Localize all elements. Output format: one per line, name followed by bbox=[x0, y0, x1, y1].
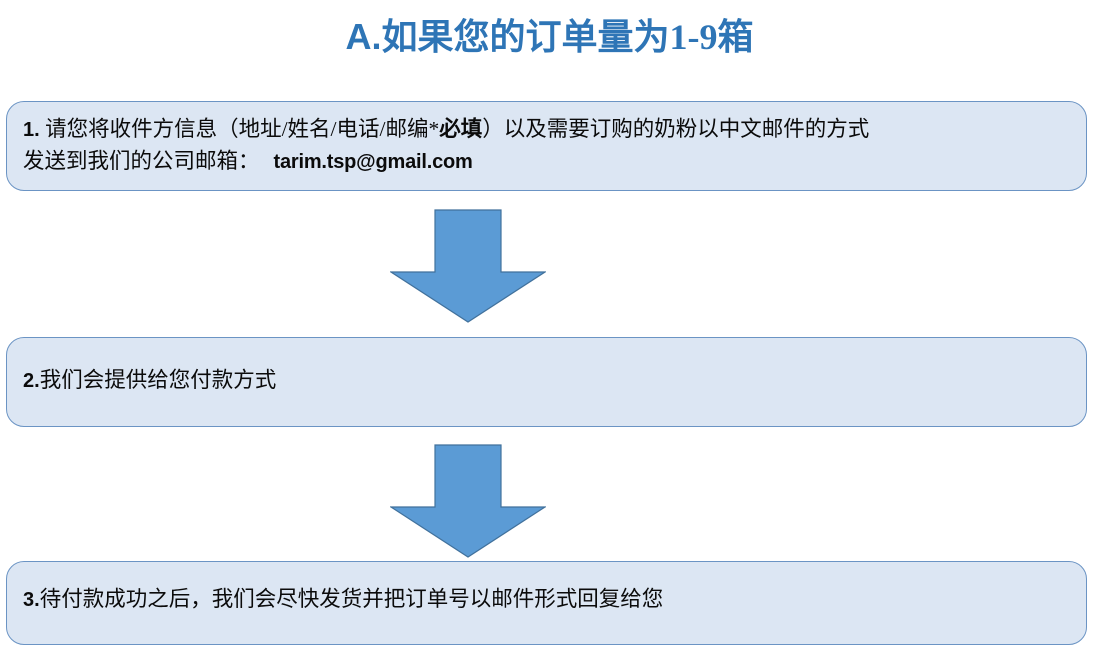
step-2-text: 2.我们会提供给您付款方式 bbox=[23, 365, 1076, 397]
down-arrow-icon-2 bbox=[390, 444, 546, 558]
step-1-line1-part-b: ）以及需要订购的奶粉以中文邮件的方式 bbox=[482, 117, 870, 141]
company-email-address: tarim.tsp@gmail.com bbox=[273, 151, 473, 173]
down-arrow-shape bbox=[390, 209, 546, 323]
step-box-2: 2.我们会提供给您付款方式 bbox=[6, 337, 1087, 427]
step-box-3: 3.待付款成功之后，我们会尽快发货并把订单号以邮件形式回复给您 bbox=[6, 561, 1087, 645]
step-1-required-emphasis: 必填 bbox=[439, 117, 483, 141]
step-3-text: 3.待付款成功之后，我们会尽快发货并把订单号以邮件形式回复给您 bbox=[23, 584, 1076, 616]
step-1-text: 1. 请您将收件方信息（地址/姓名/电话/邮编*必填）以及需要订购的奶粉以中文邮… bbox=[23, 114, 1076, 178]
step-1-line2-label: 发送到我们的公司邮箱： bbox=[23, 149, 260, 173]
page-title-prefix: A. bbox=[345, 16, 382, 57]
down-arrow-shape bbox=[390, 444, 546, 558]
step-box-1: 1. 请您将收件方信息（地址/姓名/电话/邮编*必填）以及需要订购的奶粉以中文邮… bbox=[6, 101, 1087, 191]
step-3-number: 3. bbox=[23, 589, 40, 611]
step-1-number: 1. bbox=[23, 119, 40, 141]
step-2-number: 2. bbox=[23, 370, 40, 392]
page-title: A.如果您的订单量为1-9箱 bbox=[0, 14, 1099, 60]
step-3-body: 待付款成功之后，我们会尽快发货并把订单号以邮件形式回复给您 bbox=[39, 587, 664, 611]
step-2-body: 我们会提供给您付款方式 bbox=[39, 368, 277, 392]
page-title-text: 如果您的订单量为1-9箱 bbox=[381, 17, 754, 57]
step-1-line1-part-a: 请您将收件方信息（地址/姓名/电话/邮编* bbox=[39, 117, 440, 141]
down-arrow-icon-1 bbox=[390, 209, 546, 323]
